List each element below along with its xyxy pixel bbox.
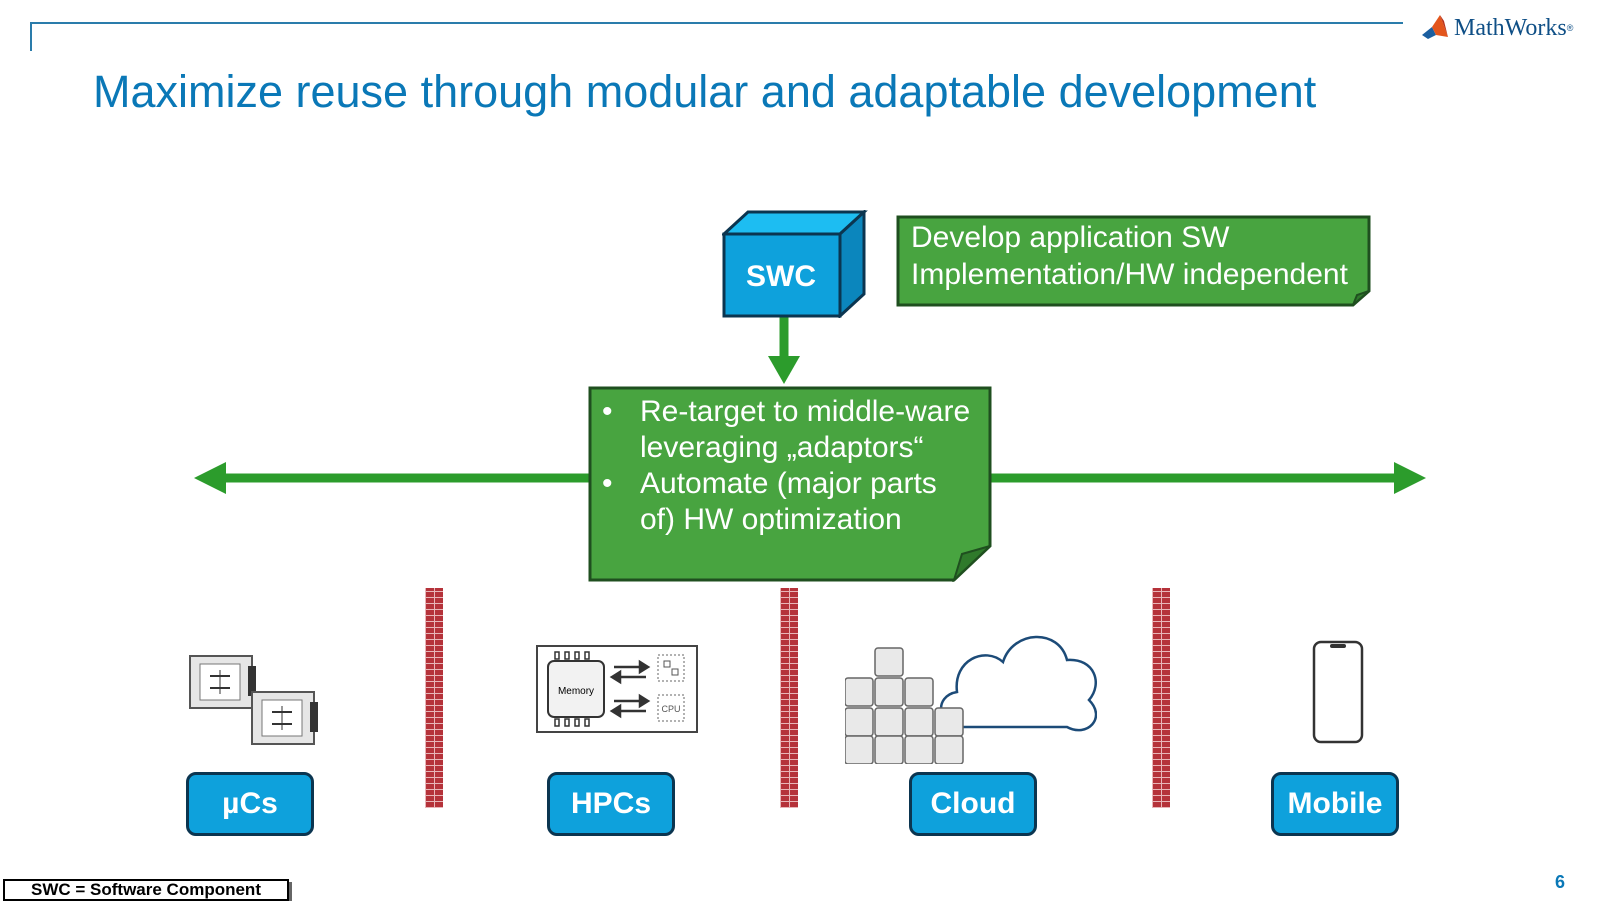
bullet-dot: • — [602, 467, 613, 500]
note-shape — [588, 386, 992, 582]
note-top-line: Develop application SW — [911, 221, 1230, 254]
note-top-text: Develop application SW Implementation/HW… — [911, 219, 1348, 293]
note-retarget: • Re-target to middle-ware leveraging „a… — [588, 386, 992, 582]
header-rule — [30, 22, 1403, 24]
swc-cube: SWC — [722, 210, 868, 318]
left-arrowhead — [194, 462, 226, 494]
platform-mobile: Mobile — [1271, 772, 1399, 836]
logo-registered-mark: ® — [1566, 23, 1574, 33]
platform-ucs: µCs — [186, 772, 314, 836]
abbreviation-legend: SWC = Software Component — [3, 879, 289, 901]
mathworks-logo: MathWorks® — [1420, 10, 1595, 46]
down-arrowhead — [768, 356, 800, 384]
note-top-line: Implementation/HW independent — [911, 258, 1348, 291]
brick-wall-icon — [425, 588, 443, 808]
list-item: • Re-target to middle-ware leveraging „a… — [588, 394, 980, 466]
note-hw-independent: Develop application SW Implementation/HW… — [896, 215, 1371, 307]
bullet-line: of) HW optimization — [640, 503, 902, 536]
cpu-chip-label: CPU — [661, 704, 680, 714]
bullet-line: Automate (major parts — [640, 467, 937, 500]
microcontroller-icon — [189, 655, 318, 745]
memory-cpu-board-icon: Memory CPU — [536, 645, 698, 733]
bullet-line: leveraging „adaptors“ — [640, 431, 924, 464]
smartphone-icon — [1312, 640, 1364, 744]
cube-icon — [722, 210, 868, 318]
cloud-servers-icon — [845, 635, 1097, 764]
platform-hpcs: HPCs — [547, 772, 675, 836]
bullet-line: Re-target to middle-ware — [640, 395, 971, 428]
page-title: Maximize reuse through modular and adapt… — [93, 66, 1317, 117]
bullet-dot: • — [602, 395, 613, 428]
header-rule-tick — [30, 22, 32, 51]
platform-cloud: Cloud — [909, 772, 1037, 836]
note-bullet-list: • Re-target to middle-ware leveraging „a… — [588, 394, 980, 538]
list-item: • Automate (major parts of) HW optimizat… — [588, 466, 980, 538]
right-arrowhead — [1394, 462, 1426, 494]
logo-text: MathWorks — [1454, 14, 1567, 41]
page-number: 6 — [1555, 872, 1566, 892]
brick-wall-icon — [1152, 588, 1170, 808]
membrane-logo-icon — [1422, 15, 1448, 39]
brick-wall-icon — [780, 588, 798, 808]
swc-label: SWC — [746, 260, 816, 293]
memory-chip-label: Memory — [558, 686, 594, 697]
note-shape — [896, 215, 1371, 307]
